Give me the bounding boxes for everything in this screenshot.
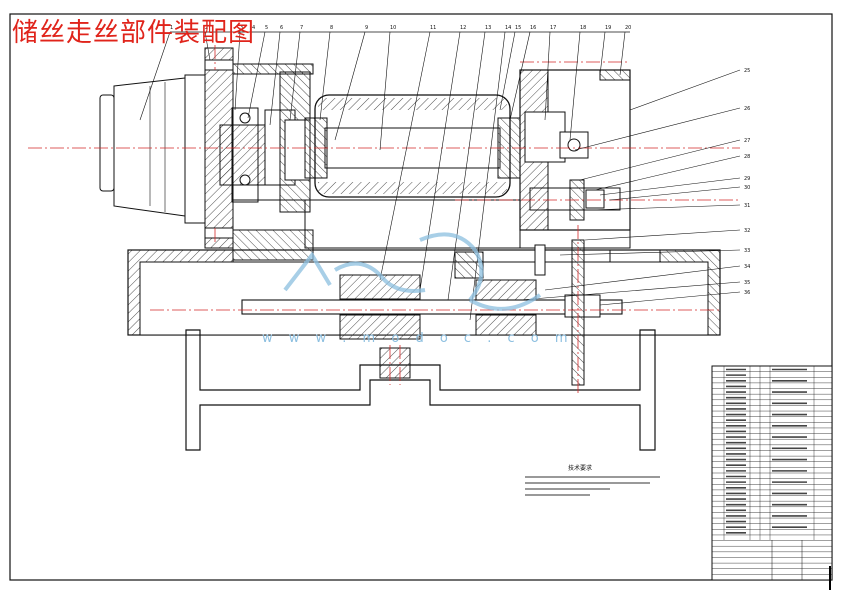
part-number-label: 33: [744, 248, 750, 254]
part-number-label: 1: [170, 25, 173, 31]
part-number-label: 12: [460, 25, 466, 31]
part-number-label: 15: [515, 25, 521, 31]
part-number-label: 4: [252, 25, 255, 31]
part-number-label: 3: [240, 25, 243, 31]
part-number-label: 36: [744, 290, 750, 296]
part-number-label: 10: [390, 25, 396, 31]
part-number-label: 34: [744, 264, 750, 270]
part-number-label: 32: [744, 228, 750, 234]
part-numbers-right: 25 26 27 28 29 30 31 32 33 34 35 36: [744, 68, 750, 296]
part-number-label: 5: [265, 25, 268, 31]
base-frame: [127, 199, 721, 336]
leader-lines: [139, 31, 741, 321]
part-number-label: 28: [744, 154, 750, 160]
part-number-label: 26: [744, 106, 750, 112]
part-number-label: 16: [530, 25, 536, 31]
part-number-label: 29: [744, 176, 750, 182]
part-number-label: 35: [744, 280, 750, 286]
watermark-url: w w w . m o d o c . c o m: [262, 331, 574, 346]
drawing-title: 储丝走丝部件装配图: [12, 18, 256, 48]
tech-requirements-title: 技术要求: [568, 464, 592, 472]
drawing-frame: [9, 13, 833, 581]
part-number-label: 6: [280, 25, 283, 31]
part-number-label: 9: [365, 25, 368, 31]
part-number-label: 25: [744, 68, 750, 74]
part-number-label: 13: [485, 25, 491, 31]
centerlines: [28, 45, 740, 395]
text-cursor: [829, 566, 831, 590]
storage-drum: [304, 94, 521, 198]
part-number-label: 11: [430, 25, 436, 31]
part-number-label: 8: [330, 25, 333, 31]
part-number-label: 30: [744, 185, 750, 191]
part-number-label: 27: [744, 138, 750, 144]
part-number-label: 20: [625, 25, 631, 31]
part-number-label: 2: [205, 25, 208, 31]
watermark-logo: [283, 232, 542, 311]
part-number-label: 7: [300, 25, 303, 31]
part-number-label: 18: [580, 25, 586, 31]
parts-list-table: [711, 365, 833, 581]
part-number-label: 31: [744, 203, 750, 209]
motor: [99, 74, 206, 224]
part-number-label: 17: [550, 25, 556, 31]
part-number-label: 14: [505, 25, 511, 31]
tech-requirements: 技术要求: [525, 464, 660, 496]
part-number-label: 19: [605, 25, 611, 31]
support-legs: [185, 329, 656, 451]
guide-assembly: [241, 239, 623, 386]
